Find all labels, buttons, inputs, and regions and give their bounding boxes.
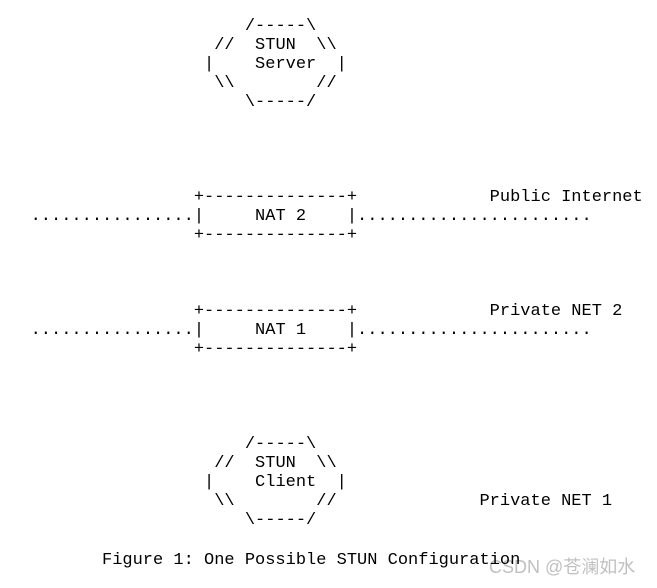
figure-caption: Figure 1: One Possible STUN Configuratio…: [102, 551, 521, 570]
csdn-watermark: CSDN @苍澜如水: [489, 557, 636, 577]
stun-configuration-ascii-diagram: /-----\ // STUN \\ | Server | \\ // \---…: [30, 17, 643, 530]
